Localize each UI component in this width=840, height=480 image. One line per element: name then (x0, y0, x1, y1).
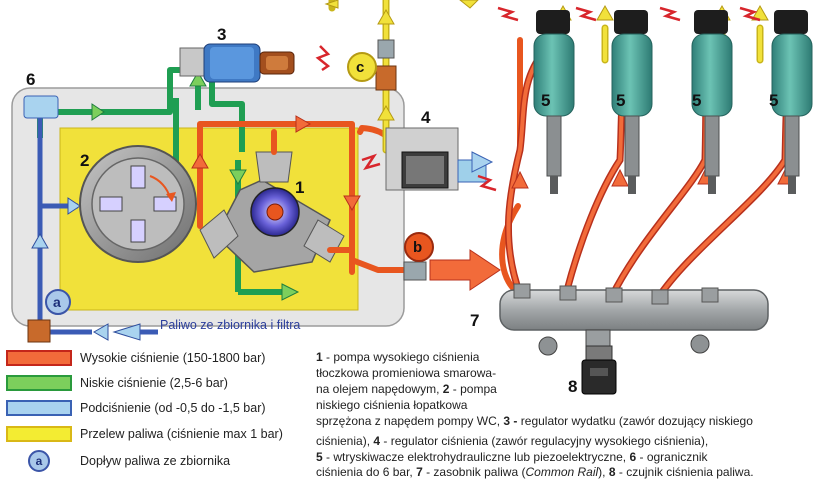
legend-text: Niskie ciśnienie (2,5-6 bar) (80, 376, 228, 390)
fuel-pressure-sensor (581, 345, 617, 395)
caption-line-3: na olejem napędowym, 2 - pompa (316, 382, 497, 396)
legend-badge-a: a (28, 450, 50, 472)
label-5d: 5 (769, 91, 778, 110)
label-7: 7 (470, 311, 479, 330)
caption-line-6: ciśnienia), 4 - regulator ciśnienia (zaw… (316, 434, 709, 448)
badge-a: a (45, 289, 71, 315)
control-signal-arrows (315, 6, 761, 192)
common-rail (499, 283, 769, 356)
caption-line-8: ciśnienia do 6 bar, 7 - zasobnik paliwa … (316, 465, 754, 479)
legend-item-vacuum: Podciśnienie (od -0,5 do -1,5 bar) (6, 398, 266, 418)
label-3: 3 (217, 25, 226, 44)
label-5c: 5 (692, 91, 701, 110)
caption-line-1: 1 - pompa wysokiego ciśnienia (316, 350, 480, 364)
caption-line-2: tłoczkowa promieniowa smarowa- (316, 366, 497, 380)
badge-c: c (347, 52, 377, 82)
injector-1 (533, 10, 575, 194)
label-5a: 5 (541, 91, 550, 110)
legend-text: Przelew paliwa (ciśnienie max 1 bar) (80, 427, 283, 441)
legend-text: Wysokie ciśnienie (150-1800 bar) (80, 351, 266, 365)
label-1: 1 (295, 178, 304, 197)
legend-item-low-pressure: Niskie ciśnienie (2,5-6 bar) (6, 373, 228, 393)
metering-valve (179, 43, 295, 83)
label-8: 8 (568, 377, 577, 396)
legend-item-supply: a Dopływ paliwa ze zbiornika (6, 450, 231, 472)
pressure-regulator (385, 127, 494, 191)
svg-text:c: c (356, 59, 364, 76)
caption-line-7: 5 - wtryskiwacze elektrohydrauliczne lub… (316, 450, 708, 464)
legend-swatch-overflow (6, 426, 72, 442)
label-5b: 5 (616, 91, 625, 110)
label-4: 4 (421, 108, 431, 127)
low-pressure-arrows (91, 70, 300, 301)
overflow-connector (375, 65, 397, 91)
legend-swatch-high (6, 350, 72, 366)
pressure-limiter (23, 95, 59, 119)
injectors (533, 10, 813, 194)
fuel-inlet-label: Paliwo ze zbiornika i filtra (160, 318, 301, 332)
svg-text:b: b (413, 239, 422, 256)
legend-item-high-pressure: Wysokie ciśnienie (150-1800 bar) (6, 348, 265, 368)
label-6: 6 (26, 70, 35, 89)
caption-line-4: niskiego ciśnienia łopatkowa (316, 398, 468, 412)
label-2: 2 (80, 151, 89, 170)
injector-4 (771, 10, 813, 194)
vacuum-arrows (31, 197, 109, 341)
legend-item-overflow: Przelew paliwa (ciśnienie max 1 bar) (6, 424, 283, 444)
badge-b: b (404, 232, 434, 262)
caption-line-5: sprzężona z napędem pompy WC, 3 - regula… (316, 414, 753, 428)
low-pressure-vane-pump (79, 145, 197, 263)
svg-text:a: a (53, 294, 61, 310)
legend-swatch-low (6, 375, 72, 391)
legend-text: Dopływ paliwa ze zbiornika (80, 454, 231, 468)
injector-3 (691, 10, 733, 194)
fuel-inlet-fitting (27, 319, 51, 343)
injector-2 (611, 10, 653, 194)
legend-text: Podciśnienie (od -0,5 do -1,5 bar) (80, 401, 266, 415)
legend-swatch-vacuum (6, 400, 72, 416)
